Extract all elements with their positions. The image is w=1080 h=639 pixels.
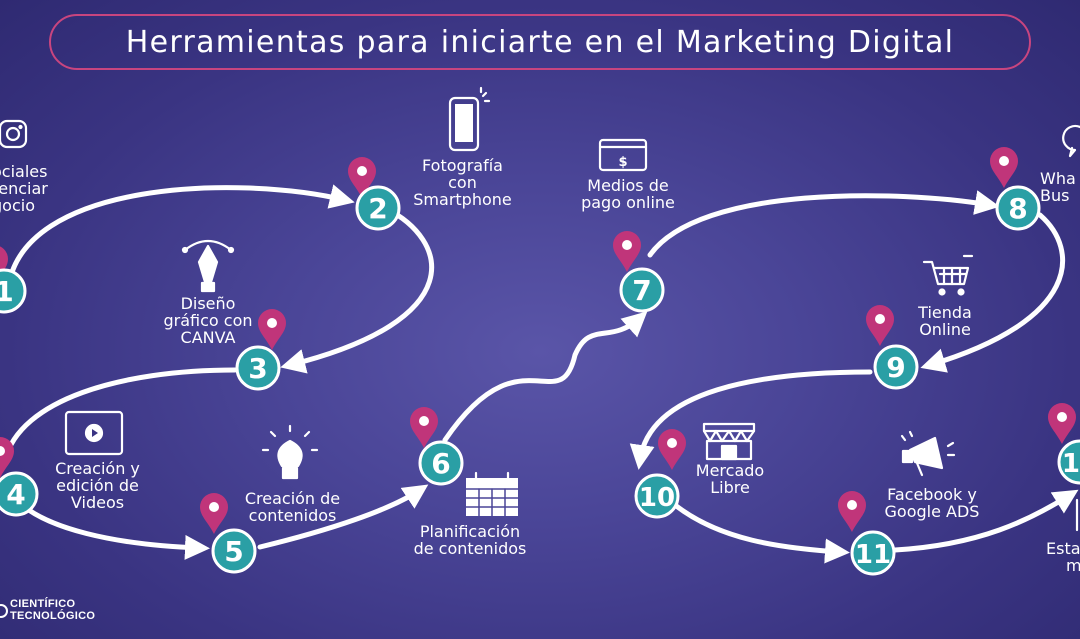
step-number: 6 (431, 447, 450, 480)
step-badge-circle (1057, 439, 1080, 485)
pen-tool-icon (181, 239, 235, 293)
path-segment-2-3 (280, 205, 435, 374)
location-pin-dot (209, 502, 219, 512)
step-number: 8 (1008, 192, 1027, 225)
step-number: 11 (855, 540, 891, 570)
step-number: 12 (1062, 449, 1080, 479)
step-badge-8: 8 (995, 185, 1041, 231)
step-badge-12: 12 (1057, 439, 1080, 485)
page-title: Herramientas para iniciarte en el Market… (125, 24, 955, 60)
step-badge-5: 5 (211, 528, 257, 574)
path-segment-7-8 (647, 190, 1000, 258)
step-badge-circle (418, 440, 464, 486)
location-pin-dot (847, 500, 857, 510)
step-badge-circle (211, 528, 257, 574)
lightbulb-icon (261, 424, 319, 480)
path-segment-11-12 (892, 489, 1079, 553)
location-pin-dot (875, 314, 885, 324)
step-number: 9 (886, 351, 905, 384)
storefront-icon (702, 422, 756, 461)
path-segment-6-7 (442, 311, 648, 443)
location-pin-dot (1057, 412, 1067, 422)
step-number: 10 (639, 483, 675, 513)
step-badge-4: 4 (0, 471, 39, 517)
step-badge-11: 11 (850, 530, 896, 576)
step-label-1: ocialestenciargocio (0, 162, 48, 215)
logo-mark-icon (0, 604, 8, 618)
step-badge-circle (235, 345, 281, 391)
step-badge-circle (355, 185, 401, 231)
step-badge-2: 2 (355, 185, 401, 231)
step-badge-7: 7 (619, 267, 665, 313)
location-pin-icon (866, 305, 894, 346)
path-segment-8-9 (920, 212, 1066, 373)
step-badge-circle (634, 473, 680, 519)
step-badge-circle (850, 530, 896, 576)
path-segment-10-11 (672, 502, 850, 564)
location-pin-dot (622, 240, 632, 250)
instagram-icon (0, 119, 28, 149)
step-number: 5 (224, 535, 243, 568)
location-pin-icon (258, 309, 286, 350)
step-badge-1: 1 (0, 268, 27, 314)
calendar-icon (465, 471, 519, 517)
location-pin-icon (613, 231, 641, 272)
location-pin-icon (0, 437, 14, 478)
step-badge-circle (995, 185, 1041, 231)
step-number: 2 (368, 192, 387, 225)
location-pin-dot (419, 416, 429, 426)
location-pin-icon (658, 429, 686, 470)
path-segment-3-4 (2, 367, 238, 463)
svg-text:$: $ (618, 155, 627, 170)
step-badge-6: 6 (418, 440, 464, 486)
step-badge-circle (0, 471, 39, 517)
step-badge-10: 10 (634, 473, 680, 519)
step-number: 4 (6, 478, 25, 511)
whatsapp-icon (1062, 124, 1080, 158)
title-box: Herramientas para iniciarte en el Market… (49, 14, 1031, 70)
step-badge-circle (0, 268, 27, 314)
card-payment-icon: $ (598, 138, 648, 172)
location-pin-dot (667, 438, 677, 448)
location-pin-icon (410, 407, 438, 448)
step-badge-3: 3 (235, 345, 281, 391)
location-pin-dot (999, 156, 1009, 166)
step-number: 1 (0, 275, 14, 308)
smartphone-icon (448, 86, 491, 152)
location-pin-icon (348, 157, 376, 198)
location-pin-dot (0, 446, 5, 456)
step-badge-9: 9 (873, 344, 919, 390)
location-pin-icon (200, 493, 228, 534)
path-segment-9-10 (629, 369, 873, 470)
path-segment-1-2 (5, 184, 355, 293)
megaphone-icon (900, 430, 956, 477)
video-play-icon (64, 410, 124, 456)
brand-logo: CIENTÍFICO TECNOLÓGICO (10, 598, 96, 622)
shopping-cart-icon (922, 254, 974, 296)
path-segment-5-6 (257, 484, 429, 550)
location-pin-dot (267, 318, 277, 328)
location-pin-icon (1048, 403, 1076, 444)
step-badge-circle (619, 267, 665, 313)
step-number: 7 (632, 274, 651, 307)
location-pin-icon (990, 147, 1018, 188)
location-pin-icon (838, 491, 866, 532)
step-badge-circle (873, 344, 919, 390)
location-pin-dot (357, 166, 367, 176)
step-number: 3 (248, 352, 267, 385)
